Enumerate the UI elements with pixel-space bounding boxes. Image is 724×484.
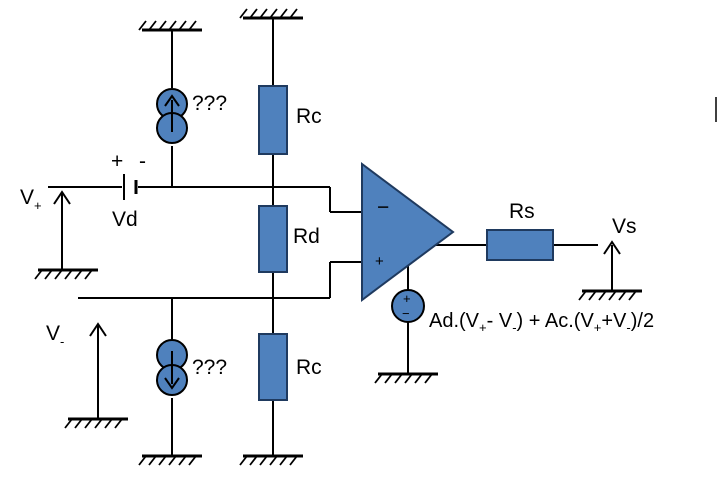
- source-bottom-unknown-label: ???: [192, 356, 227, 379]
- rc-bottom-label: Rc: [296, 356, 322, 379]
- resistor-rc-bottom: [258, 333, 288, 401]
- battery-minus-label: -: [139, 150, 146, 173]
- output-formula: Ad.(V+- V-) + Ac.(V++V-)/2: [429, 310, 654, 335]
- ctrl-minus-label: −: [402, 306, 410, 321]
- v-plus-label: V+: [20, 186, 42, 213]
- ground-symbol: [137, 19, 204, 32]
- v-minus-arrow: [89, 322, 107, 419]
- rs-label: Rs: [509, 200, 535, 223]
- ground-symbol: [238, 454, 305, 467]
- opamp-plus-label: +: [375, 253, 384, 270]
- resistor-rd: [258, 205, 288, 273]
- opamp-triangle: [361, 162, 455, 302]
- ground-symbol: [373, 372, 440, 385]
- current-source-bottom: [156, 339, 188, 396]
- rd-label: Rd: [293, 225, 320, 248]
- controlled-voltage-source: [391, 289, 425, 323]
- opamp-minus-label: −: [377, 196, 389, 219]
- ground-symbol: [577, 289, 644, 302]
- ground-symbol: [33, 268, 100, 281]
- battery-plus-label: +: [111, 150, 123, 173]
- ground-symbol: [238, 7, 305, 20]
- ground-symbol: [63, 417, 130, 430]
- v-minus-label: V-: [46, 322, 64, 349]
- vs-label: Vs: [612, 215, 637, 238]
- rc-top-label: Rc: [296, 105, 322, 128]
- source-top-unknown-label: ???: [192, 92, 227, 115]
- ctrl-plus-label: +: [403, 291, 411, 306]
- wires: [48, 18, 598, 456]
- resistor-rc-top: [258, 85, 288, 155]
- v-plus-arrow: [53, 190, 71, 270]
- ground-symbol: [137, 454, 204, 467]
- vs-arrow: [603, 240, 621, 291]
- battery-vd: [123, 174, 138, 200]
- vd-label: Vd: [112, 208, 138, 231]
- resistor-rs: [486, 229, 554, 261]
- current-source-top: [156, 88, 188, 144]
